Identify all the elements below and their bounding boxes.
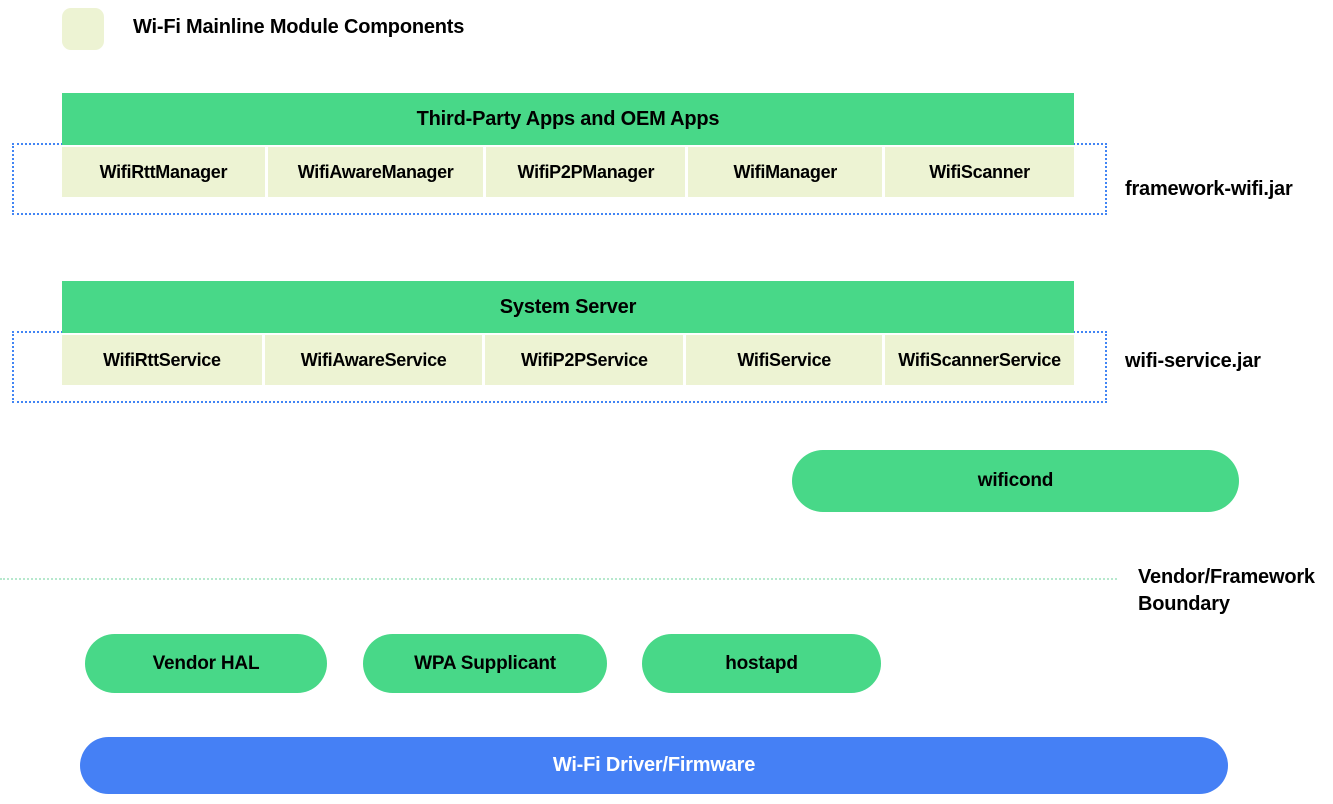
legend-label: Wi-Fi Mainline Module Components <box>133 16 465 38</box>
cell-label: WifiManager <box>733 161 837 182</box>
wifi-driver-firmware-label: Wi-Fi Driver/Firmware <box>552 754 756 776</box>
cell-label: WifiService <box>737 349 831 370</box>
cell-label: WifiScannerService <box>898 349 1061 370</box>
cell-label: WifiP2PService <box>521 349 648 370</box>
vendor-framework-boundary-line <box>0 578 1117 580</box>
framework-api-row: WifiRttManager WifiAwareManager WifiP2PM… <box>62 147 1074 197</box>
legend-color-swatch <box>62 8 104 50</box>
cell-wifi-manager[interactable]: WifiManager <box>688 147 883 197</box>
wifi-service-jar-label: wifi-service.jar <box>1125 348 1261 375</box>
cell-wifi-rtt-manager[interactable]: WifiRttManager <box>62 147 265 197</box>
hostapd-label: hostapd <box>725 652 798 674</box>
framework-wifi-jar-text: framework-wifi.jar <box>1125 178 1293 200</box>
cell-wifi-p2p-service[interactable]: WifiP2PService <box>485 335 684 385</box>
cell-wifi-rtt-service[interactable]: WifiRttService <box>62 335 262 385</box>
boundary-label-line2: Boundary <box>1138 593 1230 615</box>
vendor-hal-label: Vendor HAL <box>152 652 260 674</box>
wpa-supplicant-label: WPA Supplicant <box>414 652 556 674</box>
cell-wifi-service[interactable]: WifiService <box>686 335 883 385</box>
wpa-supplicant-node[interactable]: WPA Supplicant <box>363 634 607 693</box>
hostapd-node[interactable]: hostapd <box>642 634 881 693</box>
system-server-header-label: System Server <box>499 295 637 318</box>
wifi-driver-firmware-node[interactable]: Wi-Fi Driver/Firmware <box>80 737 1228 794</box>
cell-wifi-p2p-manager[interactable]: WifiP2PManager <box>486 147 686 197</box>
cell-label: WifiAwareService <box>300 349 447 370</box>
framework-wifi-jar-label: framework-wifi.jar <box>1125 176 1293 203</box>
system-server-service-row: WifiRttService WifiAwareService WifiP2PS… <box>62 335 1074 385</box>
third-party-apps-header: Third-Party Apps and OEM Apps <box>62 93 1074 145</box>
third-party-apps-header-label: Third-Party Apps and OEM Apps <box>416 107 720 130</box>
cell-label: WifiAwareManager <box>297 161 454 182</box>
cell-label: WifiRttService <box>103 349 221 370</box>
vendor-framework-boundary-label: Vendor/Framework Boundary <box>1138 564 1333 618</box>
wificond-node[interactable]: wificond <box>792 450 1239 512</box>
cell-wifi-scanner[interactable]: WifiScanner <box>885 147 1074 197</box>
cell-wifi-scanner-service[interactable]: WifiScannerService <box>885 335 1074 385</box>
system-server-header: System Server <box>62 281 1074 333</box>
cell-label: WifiScanner <box>929 161 1030 182</box>
boundary-label-line1: Vendor/Framework <box>1138 566 1315 588</box>
cell-label: WifiP2PManager <box>517 161 655 182</box>
wifi-service-jar-text: wifi-service.jar <box>1125 350 1261 372</box>
cell-wifi-aware-service[interactable]: WifiAwareService <box>264 335 483 385</box>
cell-label: WifiRttManager <box>99 161 228 182</box>
cell-wifi-aware-manager[interactable]: WifiAwareManager <box>267 147 484 197</box>
vendor-hal-node[interactable]: Vendor HAL <box>85 634 327 693</box>
wificond-label: wificond <box>977 470 1054 491</box>
